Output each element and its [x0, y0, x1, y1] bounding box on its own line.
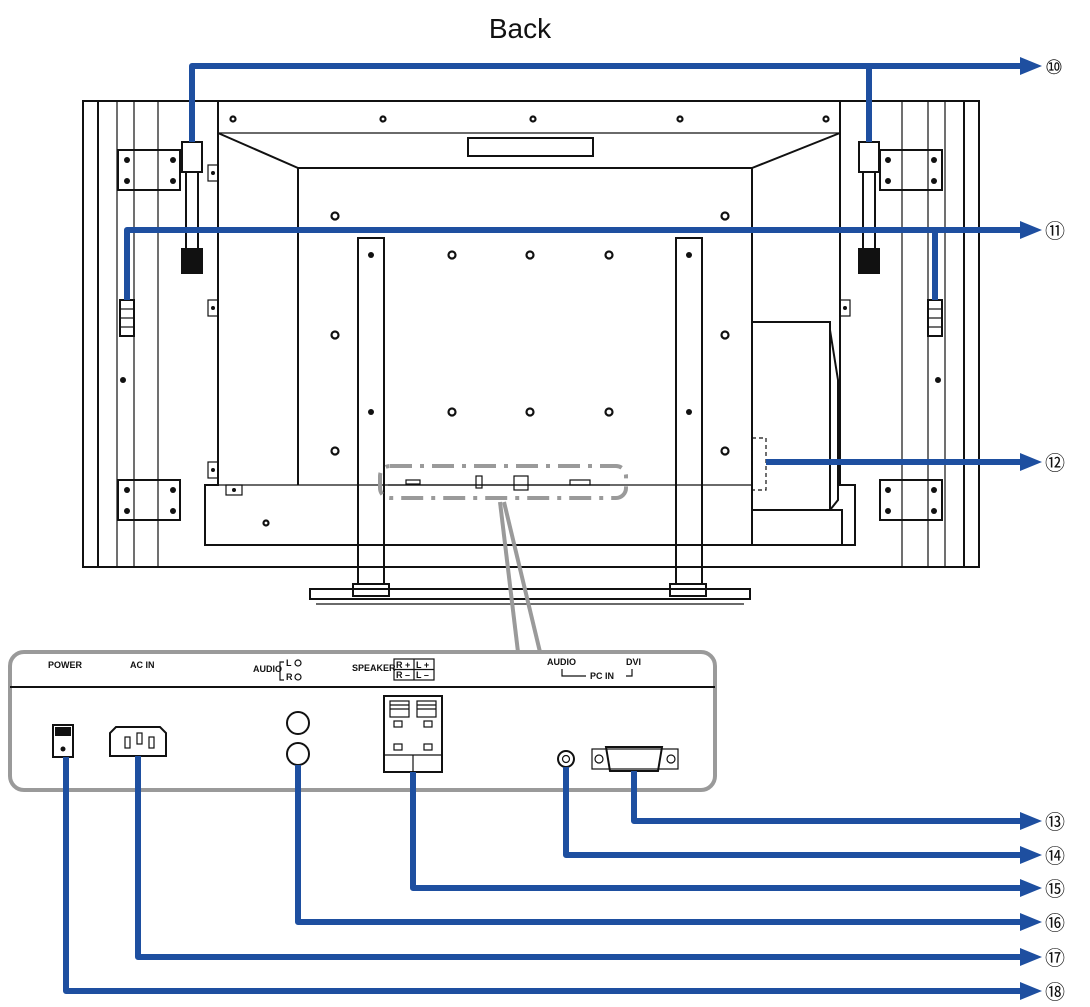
label-audio: AUDIO	[253, 664, 282, 674]
leader-13	[631, 771, 1020, 824]
mount-bracket-left	[117, 149, 181, 521]
callout-15: ⑮	[1045, 877, 1065, 901]
carry-handle-left	[181, 141, 203, 274]
callout-13: ⑬	[1045, 810, 1065, 834]
zoom-guide-left	[498, 501, 520, 653]
callout-17: ⑰	[1045, 946, 1065, 970]
callout-18: ⑱	[1045, 980, 1065, 1004]
label-power: POWER	[48, 660, 83, 670]
label-pc-audio: AUDIO	[547, 657, 576, 667]
callout-12: ⑫	[1045, 451, 1065, 475]
leader-lines	[63, 57, 1042, 1000]
label-dvi: DVI	[626, 657, 641, 667]
audio-in-l-jack	[286, 711, 310, 735]
ac-inlet	[109, 726, 167, 757]
label-ac-in: AC IN	[130, 660, 155, 670]
side-terminal-right	[927, 299, 943, 337]
label-pc-in: PC IN	[590, 671, 614, 681]
diagram-title: Back	[489, 13, 552, 44]
connector-panel: POWER AC IN AUDIO L R SPEAKER R + L + R …	[8, 650, 717, 792]
callout-10: ⑩	[1045, 55, 1063, 79]
label-speaker-l-plus: L +	[416, 660, 429, 670]
leader-17	[135, 756, 1020, 960]
leader-18	[63, 757, 1020, 994]
callout-16: ⑯	[1045, 911, 1065, 935]
leader-11	[124, 227, 1020, 300]
audio-in-r-jack	[286, 742, 310, 766]
dvi-connector	[591, 746, 679, 772]
power-switch	[52, 724, 74, 758]
carry-handle-right	[858, 141, 880, 274]
speaker-terminals	[383, 695, 443, 773]
side-box	[751, 321, 843, 546]
stand-post-right	[669, 237, 707, 597]
monitor-rear-view	[82, 100, 980, 605]
label-speaker-r-minus: R –	[396, 670, 410, 680]
stand-post-left	[352, 237, 390, 597]
leader-10	[189, 63, 1020, 142]
callout-11: ⑪	[1045, 219, 1065, 243]
leader-15	[410, 772, 1020, 891]
leader-14	[563, 767, 1020, 858]
label-audio-l: L	[286, 658, 292, 668]
side-terminal-left	[119, 299, 135, 337]
pc-audio-jack	[557, 750, 575, 768]
callout-numbers: ⑩ ⑪ ⑫ ⑬ ⑭ ⑮ ⑯ ⑰ ⑱	[1045, 55, 1065, 1004]
zoom-guide-right	[502, 501, 542, 653]
label-speaker: SPEAKER	[352, 663, 396, 673]
callout-14: ⑭	[1045, 844, 1065, 868]
label-audio-r: R	[286, 672, 293, 682]
leader-16	[295, 765, 1020, 925]
label-speaker-l-minus: L –	[416, 670, 429, 680]
terminal-strip-mini	[388, 475, 610, 491]
zoom-region-outline	[378, 464, 628, 500]
label-speaker-r-plus: R +	[396, 660, 410, 670]
